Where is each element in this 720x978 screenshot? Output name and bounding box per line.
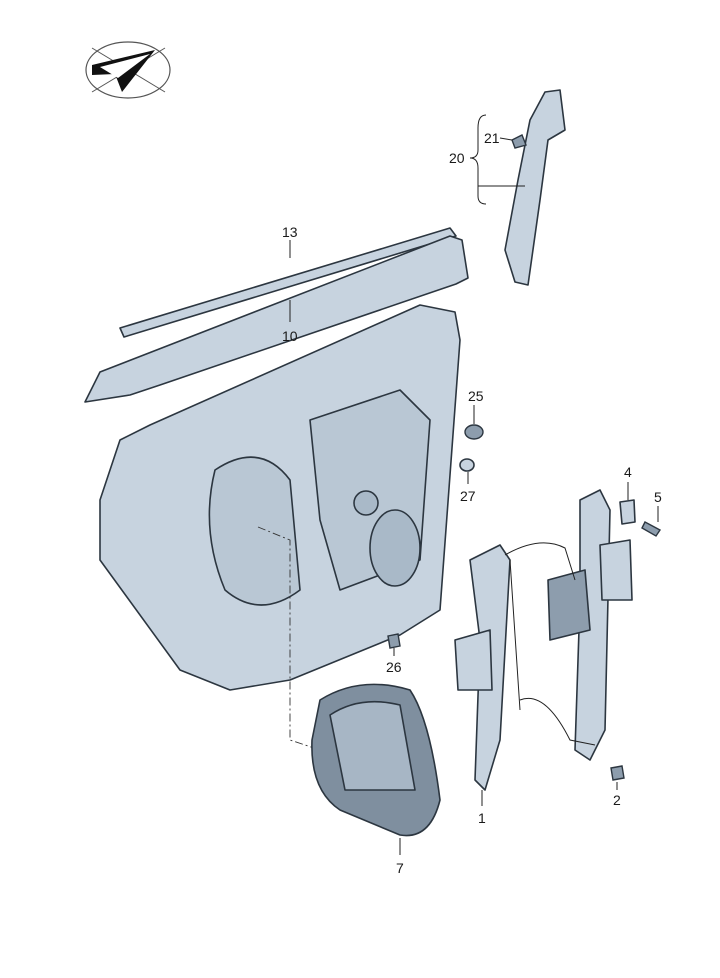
callout-27: 27 [460,488,476,504]
window-seal-inner[interactable] [84,235,469,403]
callout-7: 7 [396,860,404,876]
callout-10: 10 [282,328,298,344]
window-guide-rail[interactable] [504,89,566,286]
callout-20: 20 [449,150,465,166]
plug-27[interactable] [459,458,475,472]
window-seal-outer[interactable] [119,227,457,338]
callout-5: 5 [654,489,662,505]
callout-4: 4 [624,464,632,480]
callout-13: 13 [282,224,298,240]
callout-1: 1 [478,810,486,826]
window-regulator[interactable] [454,489,633,791]
callout-26: 26 [386,659,402,675]
callout-21: 21 [484,130,500,146]
callout-25: 25 [468,388,484,404]
clip-26[interactable] [387,633,401,649]
nut-2[interactable] [610,765,625,781]
grommet-25[interactable] [464,424,484,440]
bracket-4[interactable] [619,499,636,525]
door-panel[interactable] [99,304,461,691]
bolt-5[interactable] [641,521,662,537]
callout-2: 2 [613,792,621,808]
brand-logo [85,41,171,99]
